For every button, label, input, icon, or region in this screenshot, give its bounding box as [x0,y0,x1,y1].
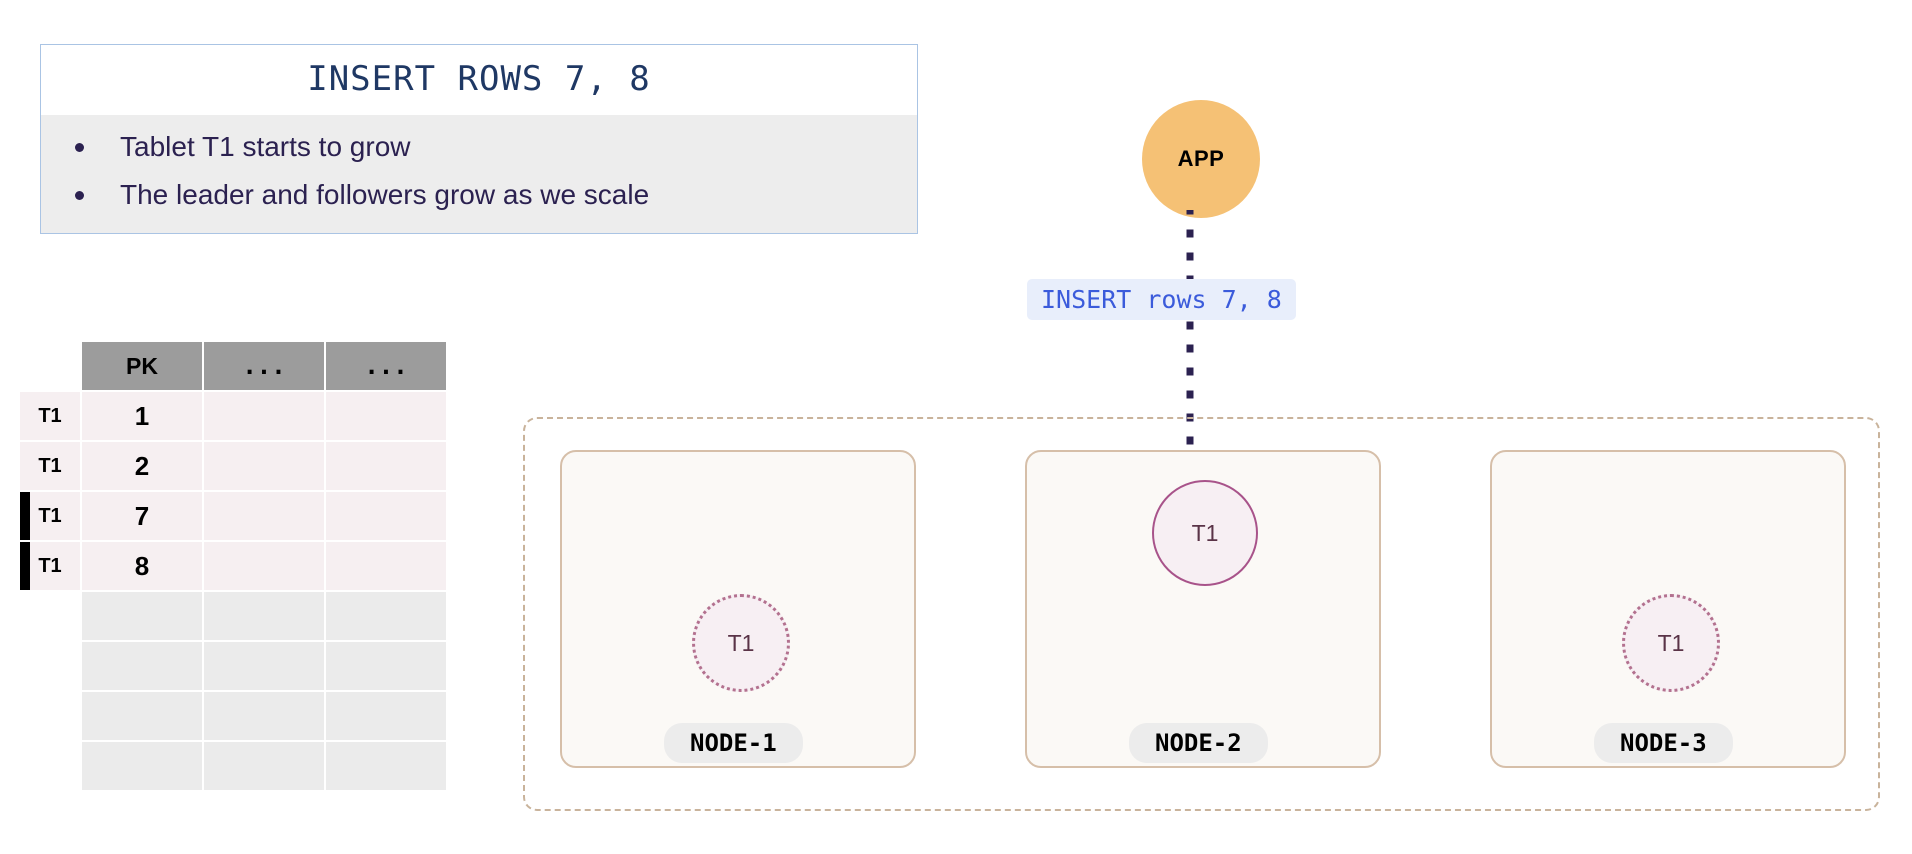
row-col3-3 [326,492,446,540]
row-tag-label: T1 [38,454,62,477]
pk-table-head: PK ... ... [20,342,446,390]
new-row-marker-icon [20,492,30,540]
row-pk-3: 7 [82,492,202,540]
bullet-dot-icon [75,190,84,200]
row-pk-2: 2 [82,442,202,490]
callout-panel: INSERT ROWS 7, 8 Tablet T1 starts to gro… [40,44,918,234]
row-pk-8 [82,742,202,790]
node-box-2 [1025,450,1381,768]
row-col3-7 [326,692,446,740]
row-tag-label: T1 [38,404,62,427]
row-col3-1 [326,392,446,440]
column-header-3: ... [326,342,446,390]
row-tag-2: T1 [20,442,80,490]
row-tag-1: T1 [20,392,80,440]
row-col2-1 [204,392,324,440]
new-row-marker-icon [20,542,30,590]
callout-bullet-2-text: The leader and followers grow as we scal… [120,179,650,210]
row-tag-label: T1 [38,504,62,527]
table-row [20,642,446,690]
tablet-label: T1 [1191,519,1219,546]
node-label-2: NODE-2 [1129,723,1268,763]
column-header-pk: PK [82,342,202,390]
row-col3-4 [326,542,446,590]
tablet-label: T1 [727,629,755,656]
row-col2-4 [204,542,324,590]
row-pk-6 [82,642,202,690]
row-col2-5 [204,592,324,640]
row-col2-8 [204,742,324,790]
table-row: T1 1 [20,392,446,440]
bullet-dot-icon [75,142,84,152]
row-pk-7 [82,692,202,740]
row-col3-6 [326,642,446,690]
row-tag-8 [20,742,80,790]
tablet-t1-node-2-leader: T1 [1152,480,1258,586]
row-col3-5 [326,592,446,640]
app-node-label: APP [1177,146,1225,171]
row-pk-4: 8 [82,542,202,590]
row-col2-6 [204,642,324,690]
row-tag-5 [20,592,80,640]
row-col2-7 [204,692,324,740]
callout-title: INSERT ROWS 7, 8 [41,45,917,115]
row-col3-2 [326,442,446,490]
row-tag-7 [20,692,80,740]
pk-table-body: T1 1 T1 2 T1 7 T1 8 [20,392,446,790]
table-row [20,692,446,740]
callout-body: Tablet T1 starts to grow The leader and … [41,115,917,233]
app-node: APP [1142,100,1260,218]
column-header-2: ... [204,342,324,390]
table-row [20,742,446,790]
row-tag-3: T1 [20,492,80,540]
row-tag-label: T1 [38,554,62,577]
node-label-1: NODE-1 [664,723,803,763]
table-row [20,592,446,640]
row-tag-6 [20,642,80,690]
callout-bullet-1-text: Tablet T1 starts to grow [120,131,411,162]
table-header-row: PK ... ... [20,342,446,390]
tablet-t1-node-1: T1 [692,594,790,692]
row-col3-8 [326,742,446,790]
table-row: T1 2 [20,442,446,490]
row-pk-1: 1 [82,392,202,440]
tablet-label: T1 [1657,629,1685,656]
row-col2-3 [204,492,324,540]
cluster-boundary: T1 T1 T1 NODE-1 NODE-2 NODE-3 [523,417,1880,811]
table-row: T1 8 [20,542,446,590]
row-col2-2 [204,442,324,490]
pk-table-wrapper: PK ... ... T1 1 T1 2 T1 7 [18,340,448,792]
tablet-t1-node-3: T1 [1622,594,1720,692]
pk-table: PK ... ... T1 1 T1 2 T1 7 [18,340,448,792]
callout-bullet-1: Tablet T1 starts to grow [41,123,917,171]
callout-bullet-2: The leader and followers grow as we scal… [41,171,917,219]
row-tag-4: T1 [20,542,80,590]
tag-column-header [20,342,80,390]
node-label-3: NODE-3 [1594,723,1733,763]
row-pk-5 [82,592,202,640]
table-row: T1 7 [20,492,446,540]
insert-edge-label: INSERT rows 7, 8 [1027,279,1296,320]
